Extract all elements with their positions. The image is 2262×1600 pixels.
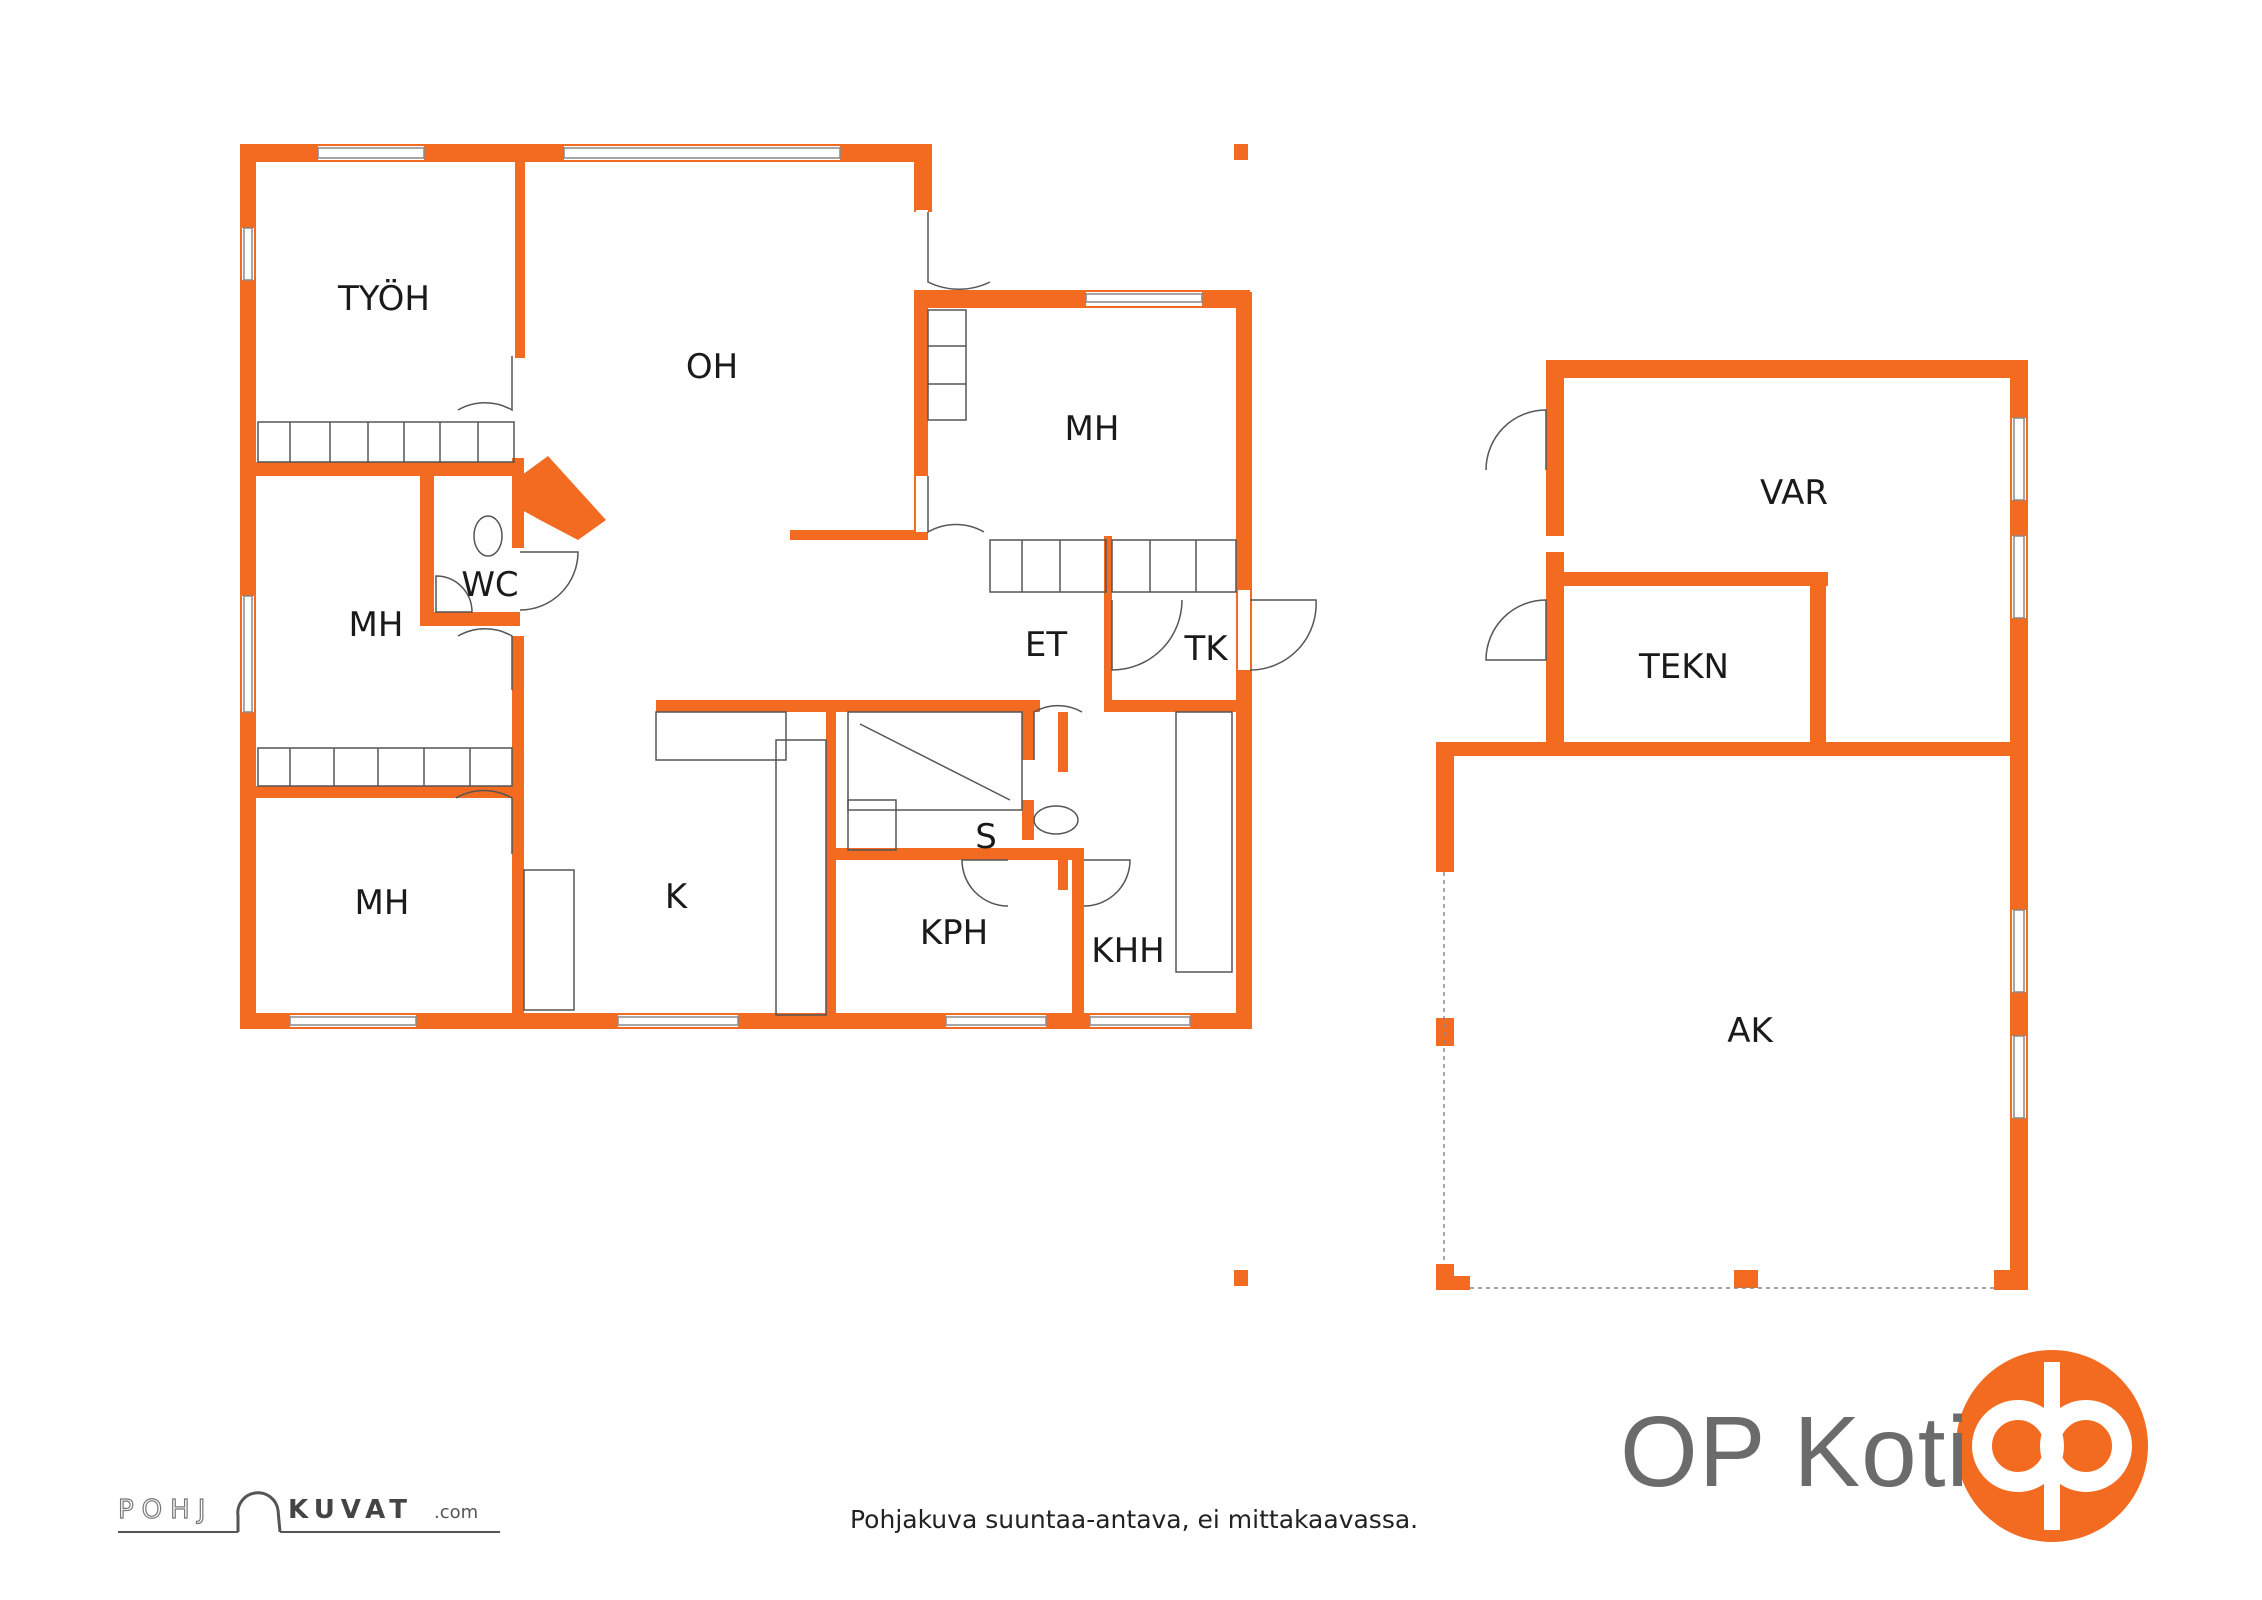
- garage-walls: [1436, 360, 2028, 1290]
- garage-openings: [1443, 409, 2026, 1289]
- room-label-et: ET: [1025, 625, 1067, 665]
- watermark-right: KUVAT: [288, 1495, 413, 1525]
- room-label-mh-bottom: MH: [355, 883, 410, 923]
- pohjakuvat-watermark: POHJ KUVAT .com: [118, 1491, 500, 1533]
- room-label-ak: AK: [1727, 1011, 1774, 1051]
- fixtures: [257, 309, 1237, 1016]
- room-label-s: S: [975, 817, 997, 857]
- watermark-left: POHJ: [118, 1495, 213, 1525]
- room-label-khh: KHH: [1091, 931, 1164, 971]
- windows: [243, 147, 1203, 1026]
- room-label-mh-left: MH: [349, 605, 404, 645]
- room-label-var: VAR: [1760, 473, 1828, 513]
- brand-name: OP Koti: [1620, 1396, 1970, 1508]
- room-label-wc: WC: [461, 565, 518, 605]
- room-label-kph: KPH: [920, 913, 988, 953]
- room-label-tekn: TEKN: [1638, 647, 1729, 687]
- room-label-oh: OH: [686, 347, 738, 387]
- room-label-k: K: [665, 877, 689, 917]
- room-label-tk: TK: [1183, 629, 1229, 669]
- room-label-mh-top: MH: [1065, 409, 1120, 449]
- watermark-suffix: .com: [434, 1502, 478, 1523]
- doors: [455, 212, 1317, 907]
- op-logo: [1956, 1350, 2148, 1542]
- room-label-tyoh: TYÖH: [337, 278, 430, 319]
- disclaimer-caption: Pohjakuva suuntaa-antava, ei mittakaavas…: [850, 1505, 1419, 1534]
